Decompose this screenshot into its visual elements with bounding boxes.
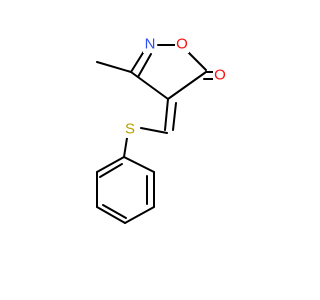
bond-c5-c4	[167, 71, 207, 100]
bond-ph-4	[124, 206, 155, 224]
bond-ph-3	[96, 206, 126, 224]
bond-ch-s	[140, 127, 168, 134]
bond-c4-ch-double	[172, 102, 177, 131]
bond-c4-c3	[130, 71, 169, 100]
bond-ph-1	[96, 156, 125, 173]
atom-label-o-ring: O	[176, 36, 188, 53]
bond-s-phenyl	[123, 137, 128, 158]
bond-c3-methyl	[96, 61, 132, 73]
bond-ph-1-double	[99, 163, 123, 178]
molecule-structure: N O O S	[96, 35, 227, 224]
atom-label-n: N	[145, 36, 156, 53]
bond-ph-6	[123, 156, 155, 173]
atom-label-o-carbonyl: O	[214, 67, 226, 84]
atom-o-ring: O	[175, 35, 189, 53]
atom-s: S	[123, 120, 137, 138]
bond-ph-3-double	[102, 204, 127, 219]
atom-label-s: S	[125, 121, 135, 138]
bond-c3-n-double	[137, 53, 152, 78]
atom-n: N	[143, 35, 157, 53]
bond-c4-ch	[164, 98, 169, 131]
bond-o-ring-c5	[185, 49, 207, 71]
atom-o-carbonyl: O	[213, 66, 227, 84]
